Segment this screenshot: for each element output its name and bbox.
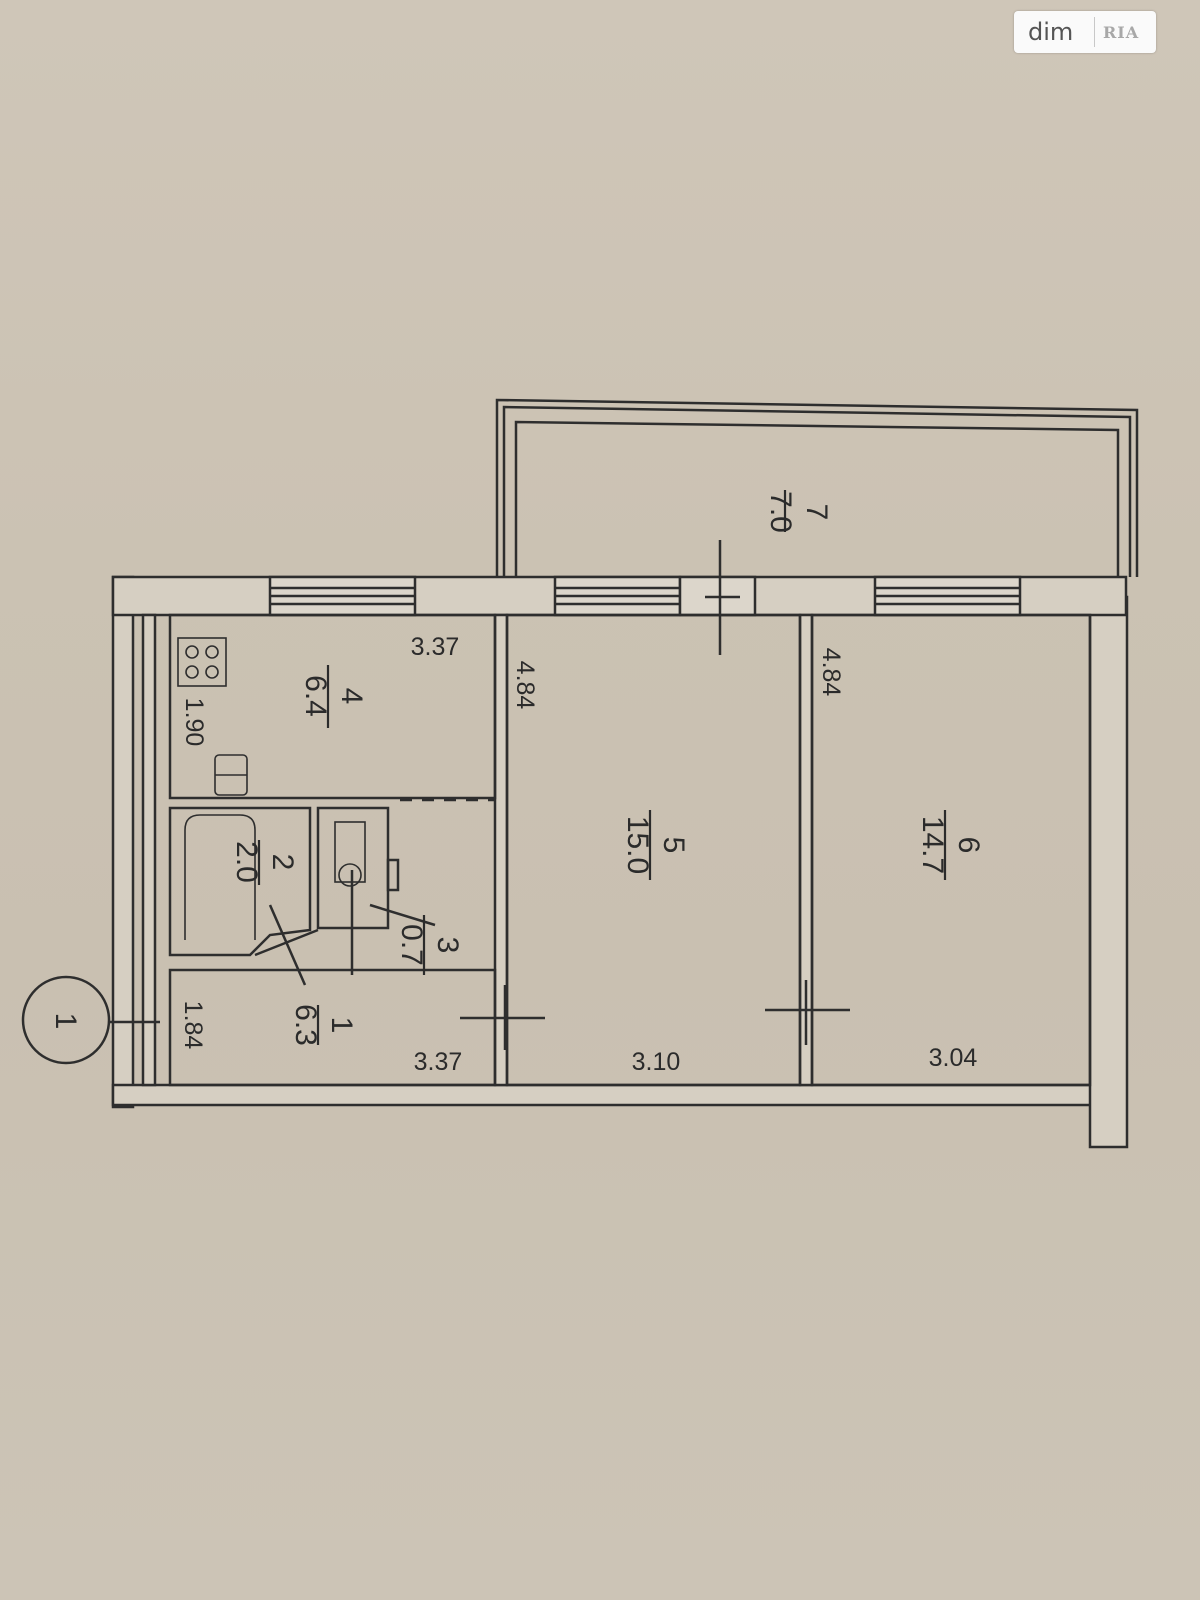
kitchen-outline (168, 613, 497, 800)
dim-ria-watermark: dim RIA (1014, 11, 1156, 53)
outer-wall-left (111, 575, 135, 1109)
room-1-area: 6.3 (289, 1004, 322, 1046)
bathtub-icon (184, 814, 256, 940)
room-3-number: 3 (431, 937, 464, 954)
room-3-area: 0.7 (395, 924, 428, 966)
dim-kitchen-side: 1.90 (180, 698, 208, 747)
wall-left-inner (141, 613, 157, 1087)
toilet-icon (334, 821, 366, 887)
outer-wall-right (1088, 595, 1129, 1149)
room-6-outline (810, 613, 1092, 1087)
dim-hall-bottom: 3.37 (414, 1048, 463, 1076)
entrance-marker-circle (21, 975, 111, 1065)
bathroom-outline (168, 806, 312, 957)
room-4-area: 6.4 (299, 675, 332, 717)
room-5-area: 15.0 (621, 816, 654, 874)
window-room-5 (553, 575, 682, 617)
room-5-outline (505, 613, 802, 1087)
watermark-text: dim (1028, 18, 1074, 46)
balcony (495, 398, 1139, 577)
room-1-number: 1 (325, 1017, 358, 1034)
riser-niche (386, 858, 400, 892)
stove-icon (177, 637, 227, 687)
sink-icon (214, 754, 248, 796)
window-kitchen (268, 575, 417, 617)
room-2-area: 2.0 (230, 841, 263, 883)
room-5-number: 5 (657, 837, 690, 854)
entrance-marker-label: 1 (49, 1013, 82, 1030)
dim-room5-bottom: 3.10 (632, 1048, 681, 1076)
dim-room6-side: 4.84 (817, 648, 845, 697)
room-7-number: 7 (800, 504, 833, 521)
leader-1 (268, 904, 307, 986)
ria-logo: RIA (1103, 22, 1140, 42)
dim-room6-bottom: 3.04 (929, 1044, 978, 1072)
room-6-number: 6 (952, 837, 985, 854)
room-2-number: 2 (266, 854, 299, 871)
watermark-divider (1094, 17, 1095, 47)
dim-kitchen-top: 3.37 (411, 633, 460, 661)
dim-room5-side: 4.84 (511, 661, 539, 710)
window-room-6 (873, 575, 1022, 617)
leader-3 (369, 903, 436, 927)
room-6-area: 14.7 (916, 816, 949, 874)
room-7-area: 7.0 (764, 491, 797, 533)
dim-hall-side: 1.84 (179, 1001, 207, 1050)
room-4-number: 4 (335, 688, 368, 705)
hall-outline (168, 968, 497, 1087)
outer-wall-bottom (111, 1083, 1105, 1107)
